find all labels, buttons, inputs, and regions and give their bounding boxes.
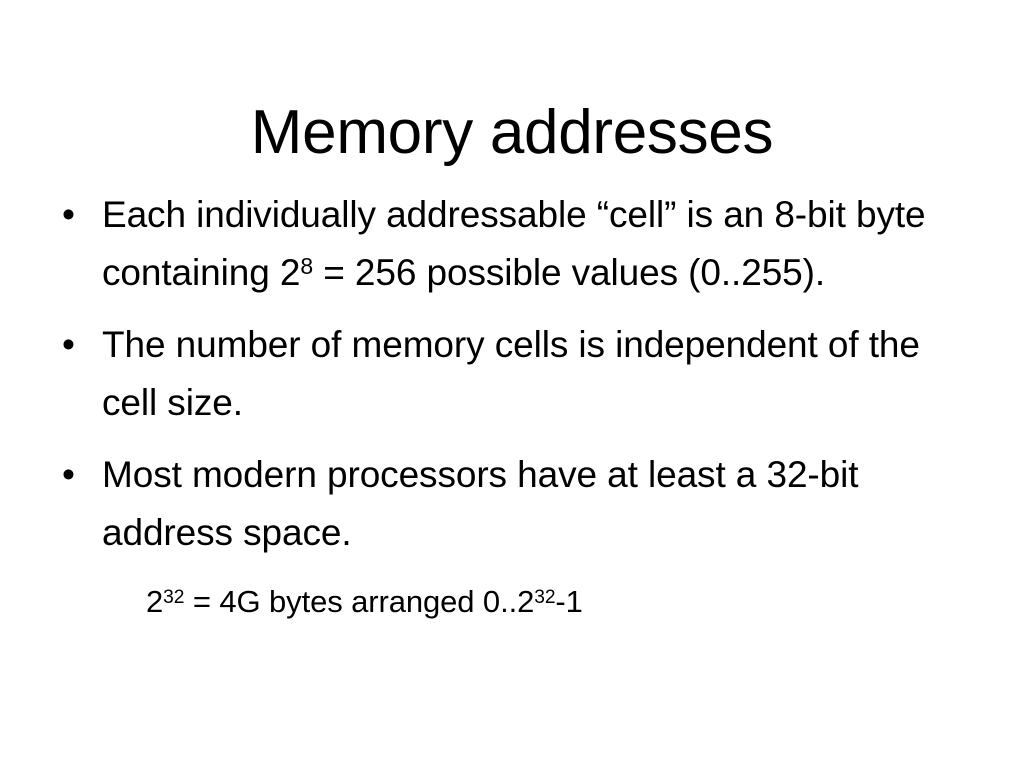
- list-item: • Each individually addressable “cell” i…: [58, 186, 970, 302]
- bullet-point-icon: •: [62, 194, 75, 235]
- sub-list-item: 232 = 4G bytes arranged 0..232-1: [58, 576, 970, 628]
- bullet-text-1-middle: = 256 possible values (0..255).: [313, 252, 826, 293]
- sub-text-prefix: 2: [146, 584, 164, 619]
- slide-body-content: • Each individually addressable “cell” i…: [58, 186, 970, 628]
- page-title: Memory addresses: [250, 97, 774, 167]
- sub-text-suffix: -1: [555, 584, 583, 619]
- bullet-point-icon: •: [62, 324, 75, 365]
- bullet-text-1-prefix: Each individually addressable “cell” is …: [102, 194, 926, 293]
- bullet-text-1-superscript: 8: [300, 253, 314, 279]
- sub-text-middle: = 4G bytes arranged 0..2: [184, 584, 535, 619]
- sub-text-superscript-1: 32: [163, 586, 185, 608]
- list-item: • The number of memory cells is independ…: [58, 316, 970, 432]
- list-item: • Most modern processors have at least a…: [58, 446, 970, 562]
- bullet-text-3: Most modern processors have at least a 3…: [102, 454, 859, 553]
- bullet-point-icon: •: [62, 454, 75, 495]
- bullet-text-1: Each individually addressable “cell” is …: [102, 186, 970, 302]
- sub-text-superscript-2: 32: [534, 586, 556, 608]
- bullet-text-2: The number of memory cells is independen…: [102, 324, 920, 423]
